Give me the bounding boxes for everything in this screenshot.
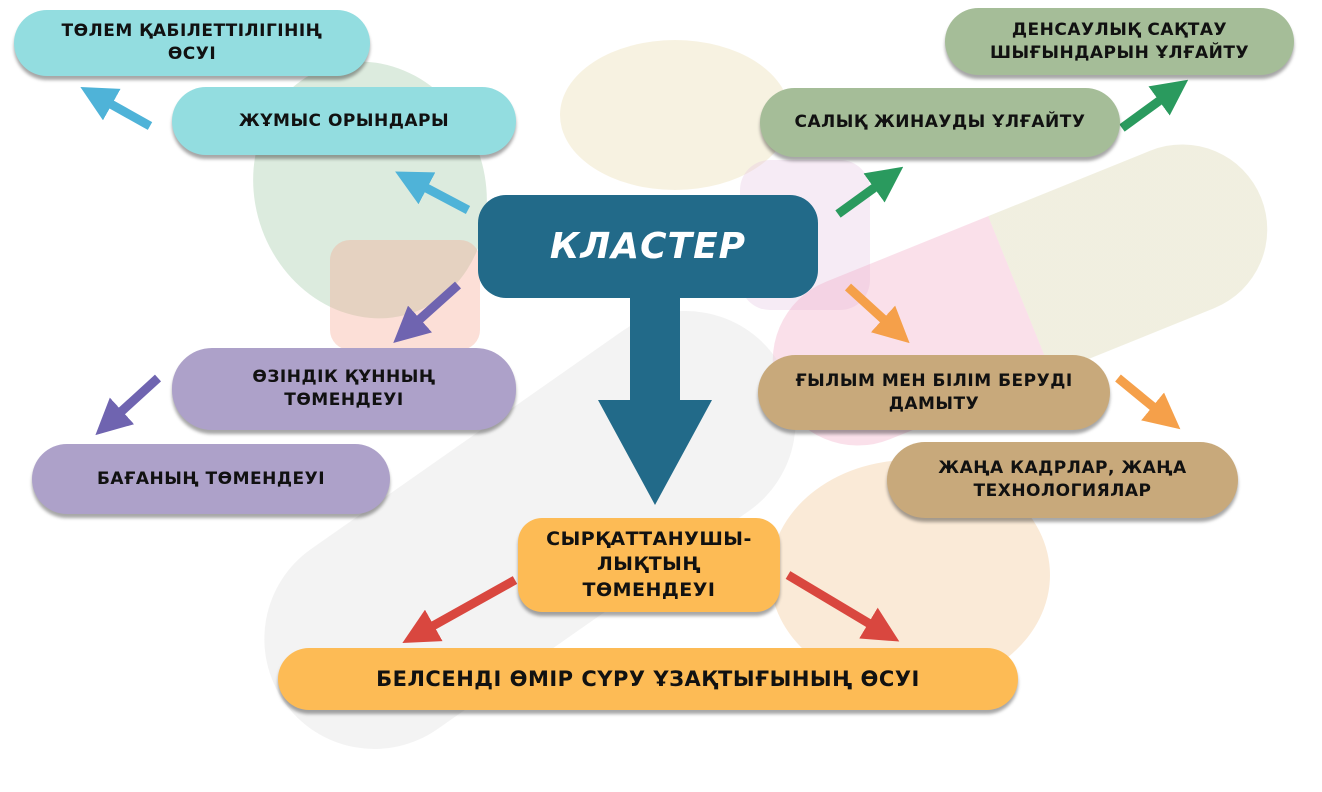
node-healthcare-spending: ДЕНСАУЛЫҚ САҚТАУ ШЫҒЫНДАРЫН ҰЛҒАЙТУ	[945, 8, 1294, 75]
node-active-life-growth: БЕЛСЕНДІ ӨМІР СҮРУ ҰЗАҚТЫҒЫНЫҢ ӨСУІ	[278, 648, 1018, 710]
arrows-layer	[80, 79, 1189, 643]
arrow-orange	[844, 283, 910, 344]
arrow-blue	[395, 171, 471, 214]
arrow-green	[835, 166, 904, 218]
node-solvency-growth: ТӨЛЕМ ҚАБІЛЕТТІЛІГІНІҢ ӨСУІ	[14, 10, 370, 76]
node-science-education: ҒЫЛЫМ МЕН БІЛІМ БЕРУДІ ДАМЫТУ	[758, 355, 1110, 430]
arrow-purple	[393, 281, 462, 344]
node-tax-collection: САЛЫҚ ЖИНАУДЫ ҰЛҒАЙТУ	[760, 88, 1120, 157]
node-cost-reduction: ӨЗІНДІК ҚҰННЫҢ ТӨМЕНДЕУІ	[172, 348, 516, 430]
arrow-green	[1119, 79, 1189, 132]
node-jobs: ЖҰМЫС ОРЫНДАРЫ	[172, 87, 516, 155]
node-morbidity-reduction: СЫРҚАТТАНУШЫ-ЛЫҚТЫҢ ТӨМЕНДЕУІ	[518, 518, 780, 612]
cluster-box: КЛАСТЕР	[478, 195, 818, 298]
node-new-personnel-tech: ЖАҢА КАДРЛАР, ЖАҢА ТЕХНОЛОГИЯЛАР	[887, 442, 1238, 518]
arrow-red	[785, 571, 900, 642]
cluster-label: КЛАСТЕР	[549, 226, 747, 267]
arrow-red	[402, 576, 518, 643]
background-pill-yellow	[560, 40, 790, 190]
arrow-blue	[80, 87, 153, 130]
cluster-down-arrow	[598, 290, 712, 505]
node-price-reduction: БАҒАНЫҢ ТӨМЕНДЕУІ	[32, 444, 390, 514]
arrow-orange	[1115, 374, 1181, 430]
arrow-purple	[95, 374, 162, 436]
